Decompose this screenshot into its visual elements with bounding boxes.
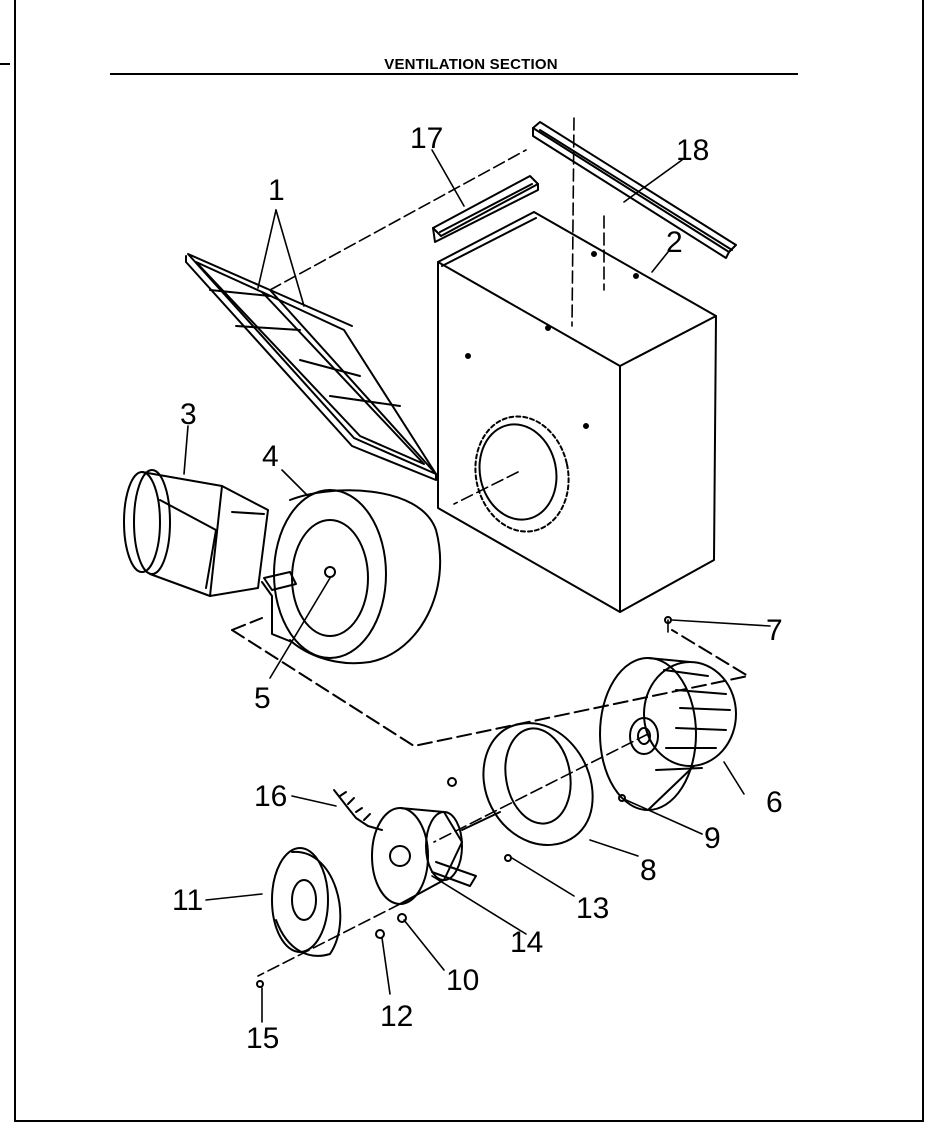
assembly-lines [257, 117, 669, 977]
callout-13: 13 [576, 892, 609, 925]
part-18-top-rail [532, 121, 737, 259]
callout-7: 7 [766, 614, 783, 647]
callout-17: 17 [410, 122, 443, 155]
part-8-mounting-ring [482, 722, 594, 846]
callout-16: 16 [254, 780, 287, 813]
part-2-cabinet [437, 211, 717, 613]
callout-labels: 1 2 3 4 5 6 7 8 9 10 11 12 13 14 15 16 1… [172, 122, 783, 1055]
page-title: VENTILATION SECTION [384, 56, 558, 73]
registration-mark [0, 63, 10, 65]
part-6-blower-wheel [599, 657, 737, 811]
callout-5: 5 [254, 682, 271, 715]
part-16-wire-harness [333, 789, 383, 831]
leader-lines [183, 149, 771, 1023]
callout-1: 1 [268, 174, 285, 207]
callout-6: 6 [766, 786, 783, 819]
callout-2: 2 [666, 226, 683, 259]
callout-14: 14 [510, 926, 543, 959]
part-14-motor [371, 807, 501, 905]
callout-11: 11 [172, 884, 203, 917]
callout-15: 15 [246, 1022, 279, 1055]
callout-10: 10 [446, 964, 479, 997]
callout-4: 4 [262, 440, 279, 473]
callout-3: 3 [180, 398, 197, 431]
part-1-filter-panels [185, 253, 437, 481]
callout-12: 12 [380, 1000, 413, 1033]
part-4-blower-housing [261, 489, 442, 665]
assembly-base-outline [231, 617, 749, 747]
part-17-side-rail [432, 175, 539, 243]
callout-9: 9 [704, 822, 721, 855]
title-rule [110, 73, 798, 75]
callout-18: 18 [676, 134, 709, 167]
part-11-end-plate [271, 847, 342, 957]
callout-8: 8 [640, 854, 657, 887]
diagram-sheet: VENTILATION SECTION [14, 0, 924, 1122]
part-3-inlet-duct [123, 469, 269, 597]
